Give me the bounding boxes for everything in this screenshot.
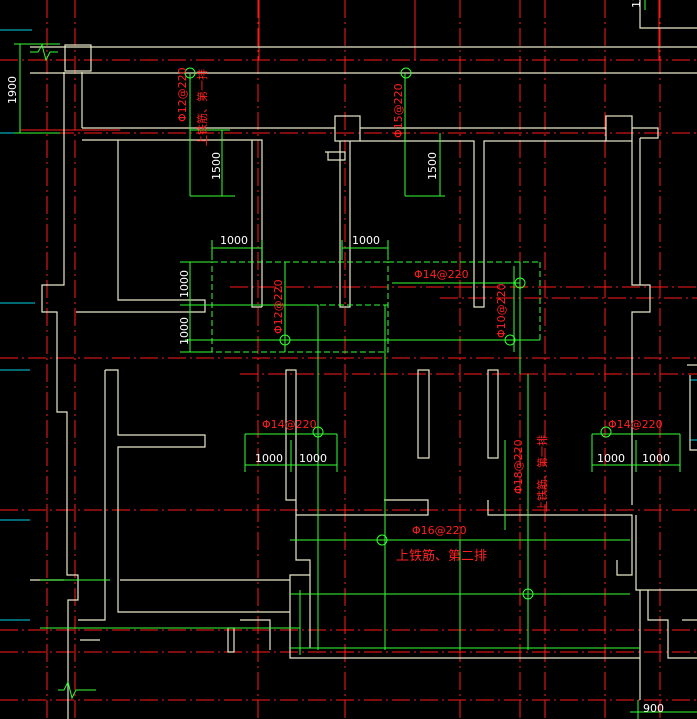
label-bottom-layer: 上铁筋、第二排 (396, 548, 487, 564)
dim-mid-bay-depth: 1500 (426, 152, 439, 180)
dim-left-pair-b: 1000 (299, 452, 327, 465)
label-top-mid-rebar: Φ15@220 (392, 83, 405, 138)
dim-opening-width-mid: 1000 (352, 234, 380, 247)
dim-bottom-right: 900 (643, 702, 664, 715)
dim-opening-height-bottom: 1000 (178, 317, 191, 345)
label-left-horizontal: Φ14@220 (262, 418, 317, 431)
dim-opening-height-top: 1000 (178, 270, 191, 298)
dim-left-pair-a: 1000 (255, 452, 283, 465)
dim-opening-width-left: 1000 (220, 234, 248, 247)
rebar-markers (184, 67, 612, 600)
label-right-horizontal: Φ14@220 (608, 418, 663, 431)
label-bottom-main: Φ16@220 (412, 524, 467, 537)
cyan-lines (0, 29, 697, 621)
label-vertical-right: Φ10@220 (495, 283, 508, 338)
opening-dashed-box (211, 261, 541, 353)
label-top-left-layer: 上铁筋、第一排 (195, 69, 209, 146)
dim-right-pair-b: 1000 (642, 452, 670, 465)
label-top-left-rebar: Φ12@220 (176, 67, 189, 122)
dim-right-pair-a: 1000 (597, 452, 625, 465)
dim-top-left-vertical: 1900 (6, 76, 19, 104)
rebar-annotations: Φ12@220 上铁筋、第一排 Φ15@220 Φ14@220 Φ12@220 … (176, 67, 663, 564)
wall-outlines (30, 0, 697, 719)
label-upper-horizontal: Φ14@220 (414, 268, 469, 281)
dimension-labels: 1900 12 1500 1500 1000 1000 1000 1000 10… (6, 0, 670, 715)
label-lower-vertical: Φ18@220 (512, 439, 525, 494)
red-solid-lines (20, 0, 660, 131)
dim-left-bay-depth: 1500 (210, 152, 223, 180)
rebar-lines (14, 0, 697, 719)
label-vertical-left: Φ12@220 (272, 279, 285, 334)
dim-top-right-corner: 12 (630, 0, 643, 8)
label-lower-vertical-layer: 上铁筋、第一排 (535, 435, 549, 512)
